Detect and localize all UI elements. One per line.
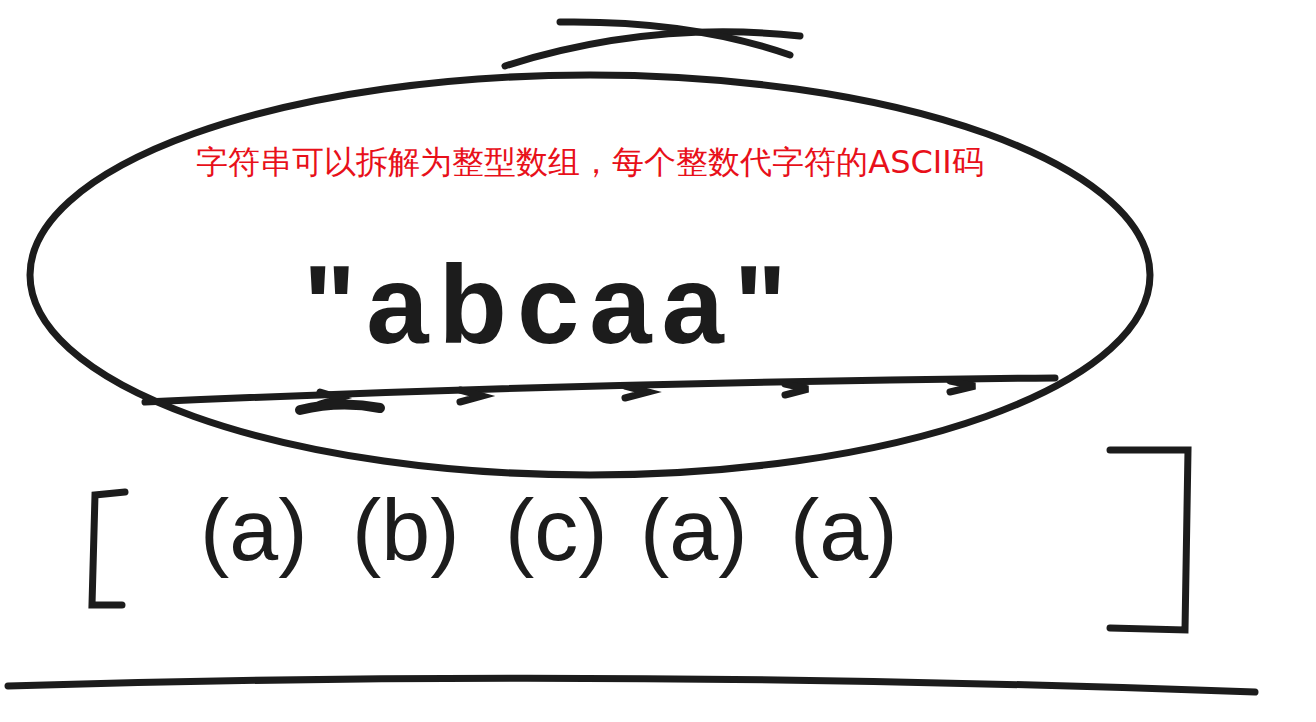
ellipse-node: 字符串可以拆解为整型数组，每个整数代字符的ASCII码 "abcaa" — [30, 75, 1150, 475]
array-element: (a) — [790, 482, 898, 579]
cross-stroke — [560, 22, 790, 55]
ink-blob — [300, 404, 380, 410]
bottom-rule — [8, 678, 1255, 692]
left-bracket — [92, 492, 125, 605]
array-element: (a) — [200, 482, 308, 579]
right-bracket — [1110, 450, 1188, 630]
string-literal: "abcaa" — [303, 243, 797, 366]
ellipse-outline — [30, 75, 1150, 475]
array-element: (a) — [640, 482, 748, 579]
cross-stroke — [505, 32, 800, 66]
arrow-chevron — [625, 386, 648, 398]
array-element: (b) — [352, 482, 460, 579]
underline-stroke — [145, 378, 1055, 402]
annotation-text: 字符串可以拆解为整型数组，每个整数代字符的ASCII码 — [196, 145, 983, 180]
array-element: (c) — [505, 482, 608, 579]
arrow-chevron — [460, 390, 482, 402]
arrow-chevron — [950, 381, 975, 392]
arrow-chevron — [785, 384, 808, 395]
